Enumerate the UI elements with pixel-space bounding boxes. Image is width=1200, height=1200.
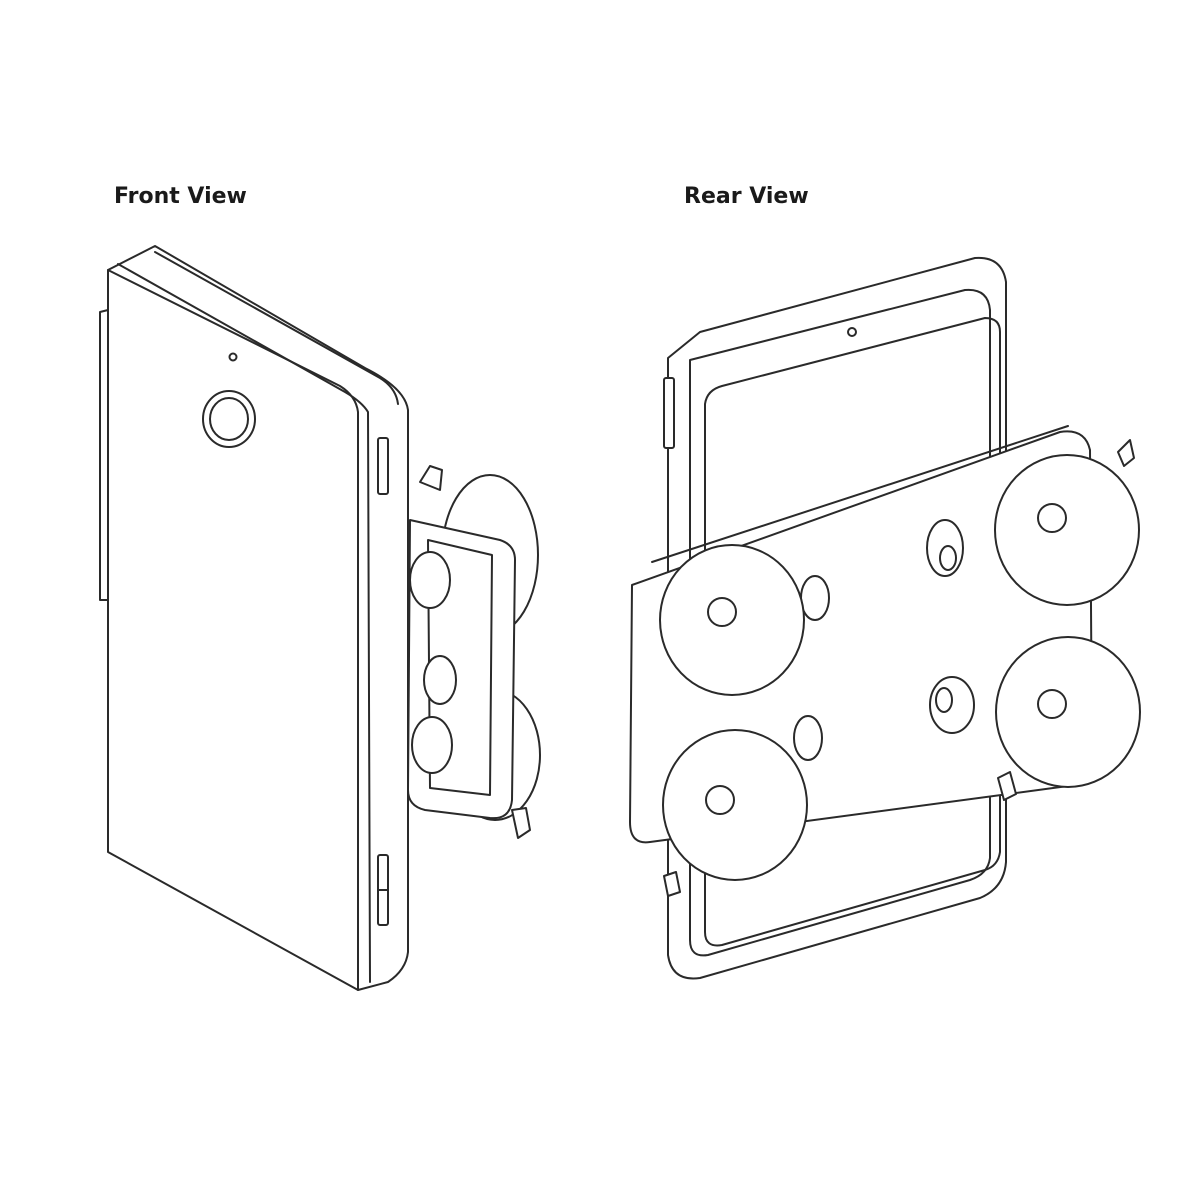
- rear-suction-tab-bottom-left: [664, 872, 680, 896]
- rear-suction-cup-bottom-left: [663, 730, 807, 880]
- rear-case-inner: [690, 290, 990, 956]
- front-view-title: Front View: [114, 184, 247, 209]
- front-suction-tab-bottom: [512, 808, 530, 838]
- rear-suction-cup-bottom-right-hub: [1038, 690, 1066, 718]
- front-camera-ring-inner: [210, 398, 248, 440]
- rear-suction-cup-bottom-left-hub: [706, 786, 734, 814]
- front-sensor-dot: [230, 354, 237, 361]
- rear-screw-left-lower: [794, 716, 822, 760]
- rear-suction-cups: [660, 440, 1140, 896]
- rear-screw-top-center-hole: [940, 546, 956, 570]
- front-suction-tab-top: [420, 466, 442, 490]
- front-case-rim: [118, 264, 370, 982]
- rear-suction-cup-top-right: [995, 455, 1139, 605]
- front-mount-knob-upper: [410, 552, 450, 608]
- rear-side-button: [664, 378, 674, 448]
- front-suction-mount: [408, 466, 540, 838]
- rear-suction-cup-top-left-hub: [708, 598, 736, 626]
- rear-sensor-dot: [848, 328, 856, 336]
- rear-screen-panel: [705, 318, 1000, 945]
- front-case-left-edge: [100, 310, 108, 600]
- rear-mount-screws: [794, 520, 974, 760]
- rear-suction-tab-top-right: [1118, 440, 1134, 466]
- rear-suction-tab-middle-right: [998, 772, 1016, 800]
- front-mount-knob-lower: [412, 717, 452, 773]
- rear-mount-plate-edge: [652, 426, 1068, 562]
- rear-view-title: Rear View: [684, 184, 809, 209]
- rear-screw-bottom-center-hole: [936, 688, 952, 712]
- rear-suction-cup-bottom-right: [996, 637, 1140, 787]
- front-mount-knob-middle: [424, 656, 456, 704]
- front-mount-bracket-inner: [428, 540, 492, 795]
- rear-suction-cup-top-right-hub: [1038, 504, 1066, 532]
- front-case-bevel-top: [155, 252, 398, 404]
- front-view-drawing: [100, 246, 540, 990]
- front-side-button-upper: [378, 438, 388, 494]
- front-case-body: [108, 270, 358, 990]
- rear-view-drawing: [630, 258, 1140, 979]
- rear-screw-left-upper: [801, 576, 829, 620]
